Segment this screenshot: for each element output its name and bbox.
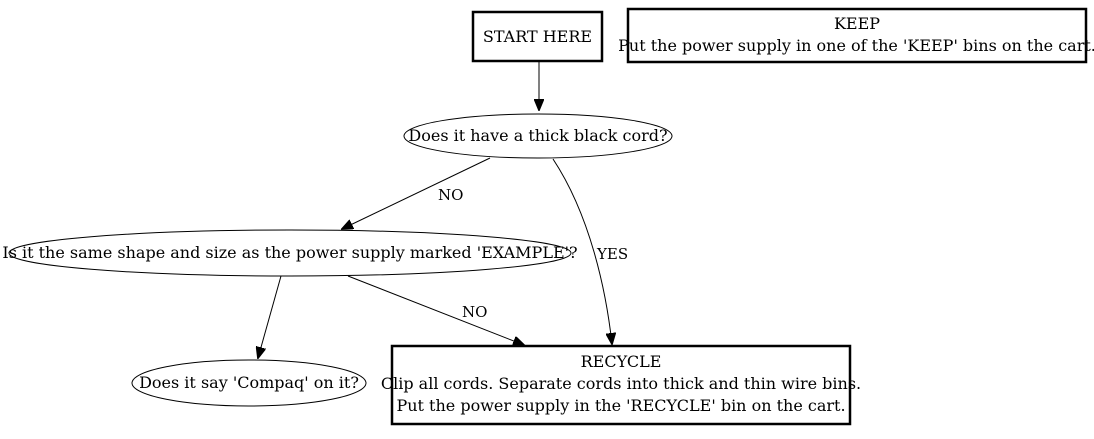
edge-label-no-2: NO <box>462 303 487 321</box>
node-same-shape-label: Is it the same shape and size as the pow… <box>2 243 577 262</box>
edge-thick-cord-to-same-shape <box>342 157 491 229</box>
node-recycle-line-2: Put the power supply in the 'RECYCLE' bi… <box>396 396 845 415</box>
node-keep-title: KEEP <box>834 14 880 33</box>
node-recycle-line-1: Clip all cords. Separate cords into thic… <box>381 374 861 393</box>
node-keep: KEEP Put the power supply in one of the … <box>618 7 1094 64</box>
node-start: START HERE <box>471 10 604 63</box>
node-same-shape: Is it the same shape and size as the pow… <box>2 229 578 277</box>
node-thick-cord: Does it have a thick black cord? <box>403 113 673 159</box>
node-thick-cord-label: Does it have a thick black cord? <box>408 126 667 145</box>
edge-label-no-1: NO <box>438 186 463 204</box>
node-compaq: Does it say 'Compaq' on it? <box>131 359 367 407</box>
node-start-label: START HERE <box>483 27 592 46</box>
edge-same-shape-to-compaq <box>258 275 282 358</box>
edges: NO YES NO <box>258 62 628 358</box>
edge-thick-cord-to-recycle <box>552 158 612 344</box>
node-recycle-title: RECYCLE <box>581 352 662 371</box>
edge-same-shape-to-recycle <box>347 275 524 345</box>
edge-label-yes: YES <box>596 245 628 263</box>
node-keep-text: Put the power supply in one of the 'KEEP… <box>618 36 1094 55</box>
node-compaq-label: Does it say 'Compaq' on it? <box>139 373 359 392</box>
node-recycle: RECYCLE Clip all cords. Separate cords i… <box>381 344 861 426</box>
